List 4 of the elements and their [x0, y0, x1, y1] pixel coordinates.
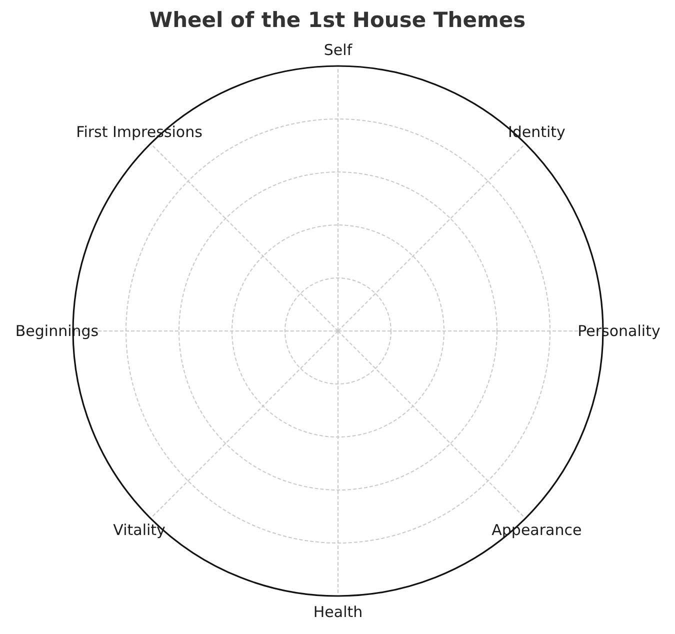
- chart-title: Wheel of the 1st House Themes: [149, 7, 526, 33]
- axis-label: Vitality: [113, 520, 166, 539]
- axis-label: Health: [313, 603, 363, 621]
- axis-label: Self: [324, 41, 352, 59]
